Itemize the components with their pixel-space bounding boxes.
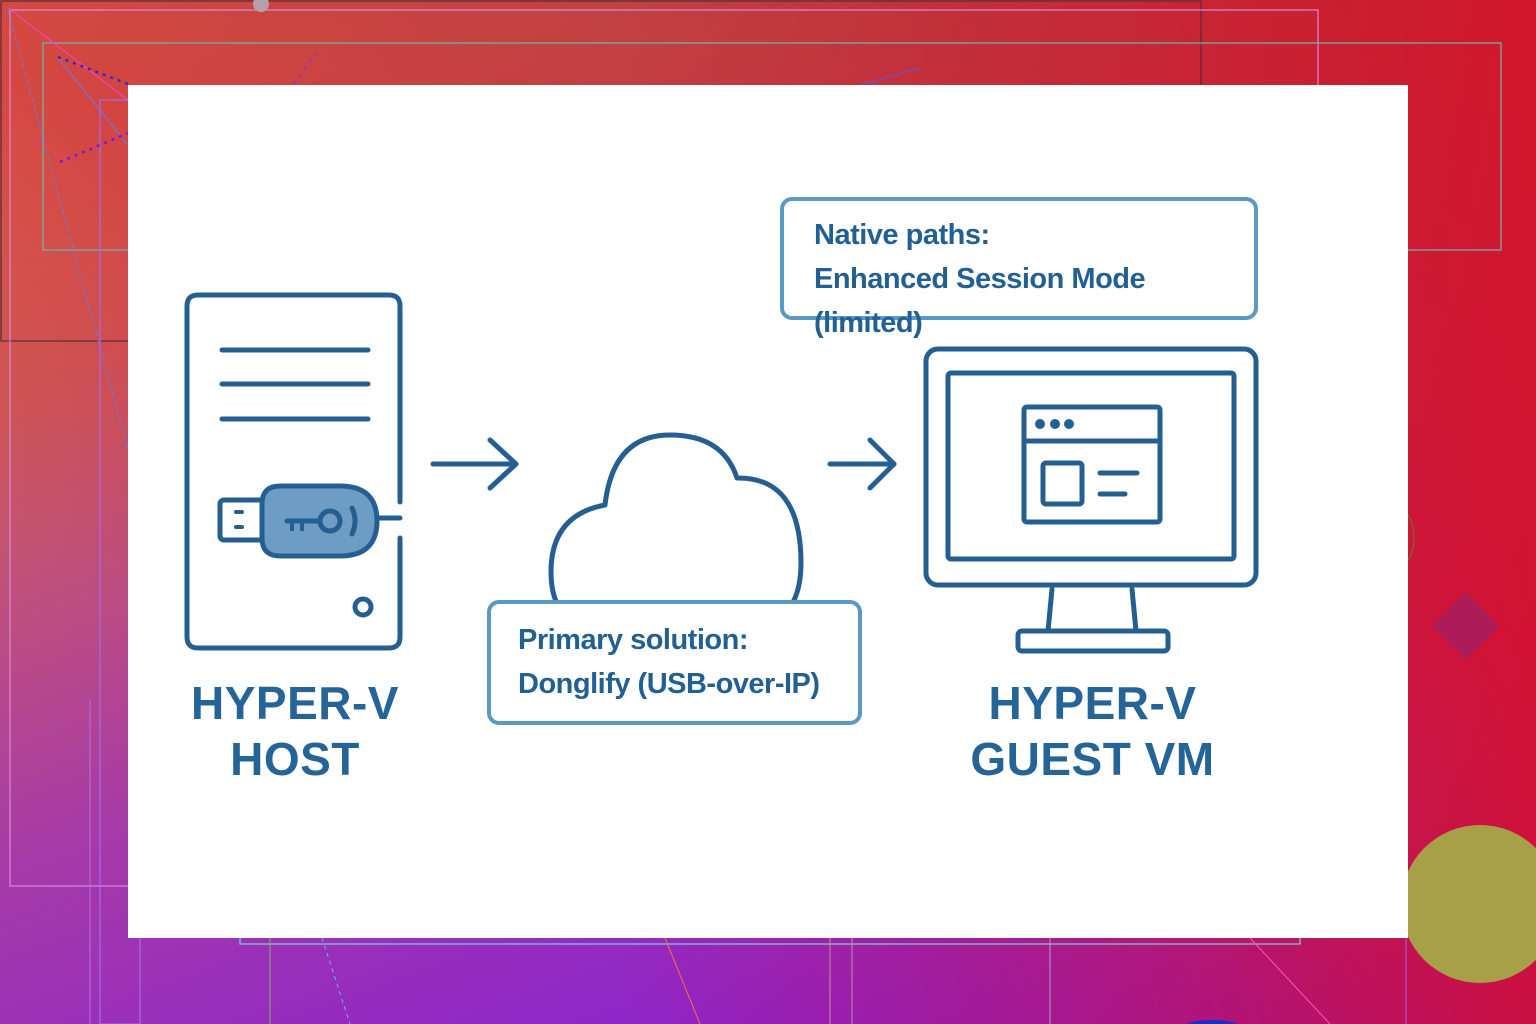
monitor-screen	[945, 370, 1237, 562]
app-window-icon	[1021, 404, 1163, 525]
deco-line	[664, 937, 701, 1024]
native-paths-box: Native paths: Enhanced Session Mode (lim…	[780, 197, 1258, 339]
deco-circle-grey	[253, 0, 269, 12]
native-paths-detail: Enhanced Session Mode (limited)	[814, 263, 1146, 339]
deco-line	[1249, 937, 1331, 1024]
diagram-card: Native paths: Enhanced Session Mode (lim…	[128, 85, 1408, 938]
guest-vm-label: HYPER-V GUEST VM	[940, 675, 1245, 787]
deco-circle-blue	[1186, 1020, 1238, 1024]
deco-dotted-line	[59, 131, 129, 164]
usb-key-icon	[217, 483, 380, 559]
deco-line	[7, 7, 129, 101]
monitor-bezel	[923, 346, 1259, 588]
power-button-icon	[352, 596, 374, 618]
arrow-right-icon	[827, 437, 897, 491]
cloud-icon	[548, 432, 804, 633]
deco-line	[292, 49, 319, 86]
host-label-line2: HOST	[230, 733, 360, 785]
deco-diamond	[1431, 592, 1500, 660]
host-label-line1: HYPER-V	[191, 677, 399, 729]
server-tower-icon	[184, 292, 403, 651]
host-label: HYPER-V HOST	[160, 675, 430, 787]
deco-arc	[1407, 514, 1415, 561]
arrow-right-icon	[430, 437, 519, 491]
native-paths-title: Native paths:	[814, 219, 990, 251]
monitor-stand	[1015, 628, 1171, 654]
deco-line	[7, 9, 129, 451]
deco-circle-olive	[1401, 825, 1536, 983]
primary-solution-title: Primary solution:	[518, 624, 749, 656]
deco-line	[57, 57, 129, 146]
deco-line	[321, 937, 351, 1024]
tower-outline	[184, 292, 403, 651]
primary-solution-box: Primary solution: Donglify (USB-over-IP)	[487, 600, 862, 725]
primary-solution-detail: Donglify (USB-over-IP)	[518, 668, 820, 700]
deco-line	[859, 67, 921, 86]
deco-dotted-line	[57, 55, 129, 86]
guest-label-line2: GUEST VM	[970, 733, 1215, 785]
guest-label-line1: HYPER-V	[988, 677, 1197, 729]
monitor-icon	[923, 346, 1259, 654]
